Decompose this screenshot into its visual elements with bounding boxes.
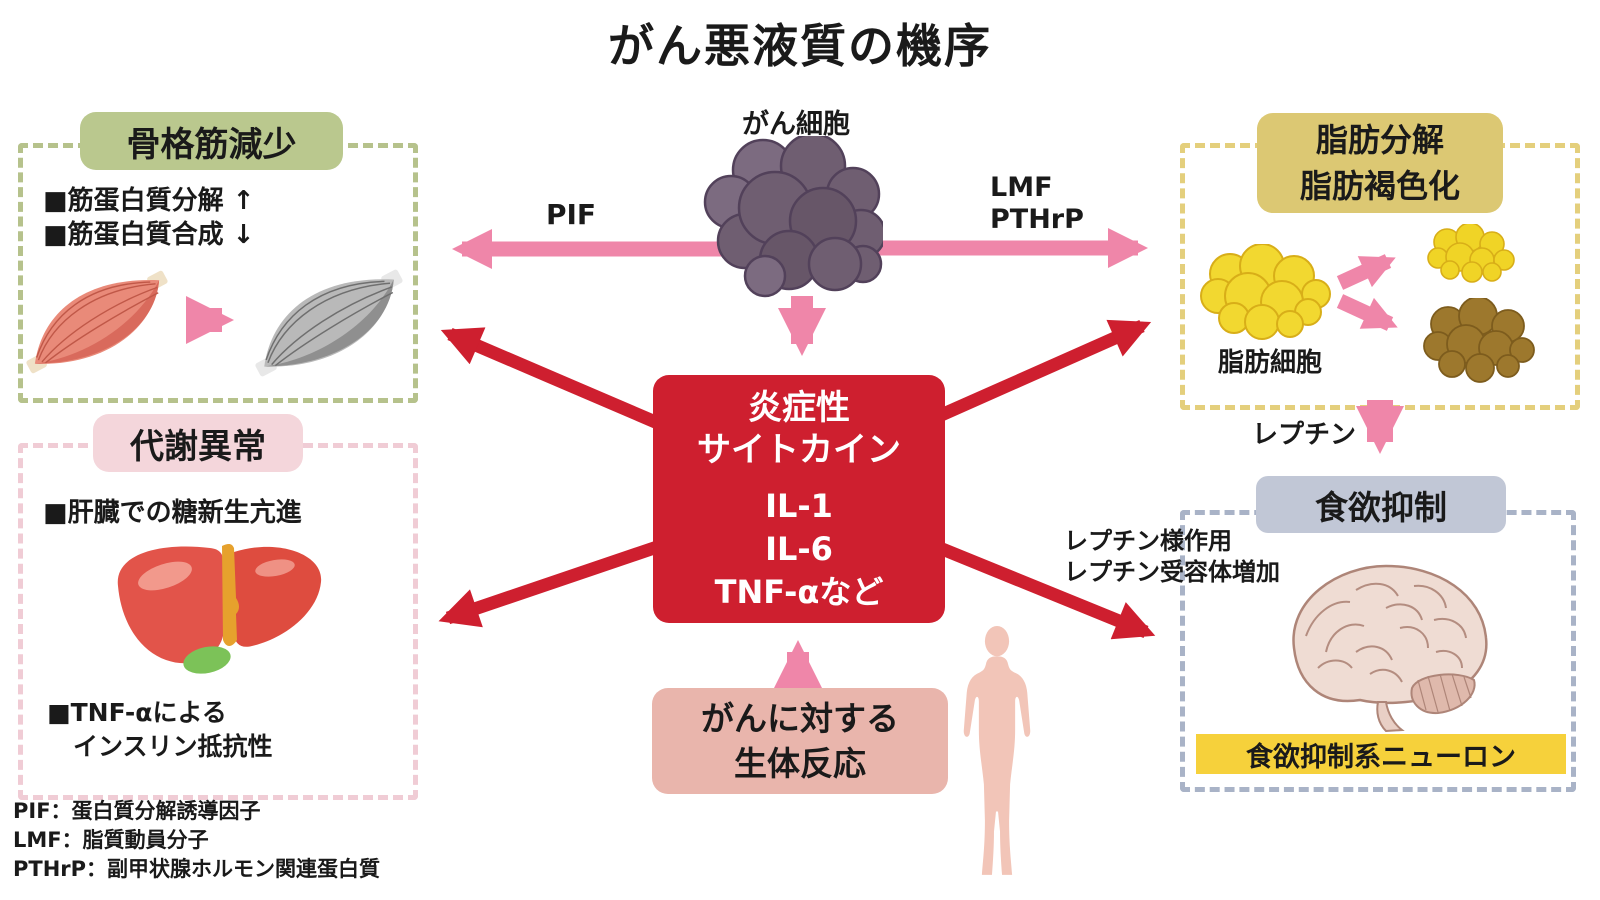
cytokine-title-line1: 炎症性 (748, 388, 850, 428)
bullet-gluconeogenesis: ■肝臓での糖新生亢進 (43, 498, 302, 528)
bullet-protein-breakdown: ■筋蛋白質分解 ↑ (43, 186, 255, 216)
healthy-muscle-illustration (26, 270, 168, 374)
cytokine-il1: IL-1 (765, 487, 833, 525)
skeletal-muscle-box-title: 骨格筋減少 (80, 112, 343, 170)
cancer-cell-illustration (703, 136, 883, 298)
fat-box-title: 脂肪分解 脂肪褐色化 (1257, 113, 1503, 213)
page-title: がん悪液質の機序 (608, 19, 992, 73)
fat-title-line1: 脂肪分解 (1315, 121, 1444, 159)
lmf-label: LMF (990, 172, 1053, 203)
appetite-box-title: 食欲抑制 (1256, 476, 1506, 533)
leptin-label: レプチン (1252, 420, 1357, 450)
footnote-pif: PIF：蛋白質分解誘導因子 (13, 799, 261, 823)
bullet-tnf-line2: インスリン抵抗性 (73, 732, 273, 761)
atrophied-muscle-illustration (255, 269, 403, 377)
metabolic-box-title: 代謝異常 (93, 414, 303, 472)
tnf-insulin-note: ■TNF-αによる インスリン抵抗性 (47, 696, 273, 764)
lmf-pthrp-labels: LMF PTHrP (990, 172, 1084, 236)
pif-label: PIF (545, 198, 597, 231)
bullet-tnf-line1: ■TNF-αによる (47, 698, 227, 727)
appetite-neuron-bar: 食欲抑制系ニューロン (1196, 734, 1566, 774)
arrow-cytokines-to-fat (927, 319, 1152, 426)
cytokine-tnf: TNF-αなど (714, 573, 884, 611)
cytokine-title-line2: サイトカイン (697, 430, 901, 470)
arrow-cytokines-to-muscle (440, 327, 663, 430)
leptin-effect-labels: レプチン様作用 レプチン受容体増加 (1064, 526, 1280, 588)
human-body-illustration (963, 626, 1031, 875)
leptin-like-action-label: レプチン様作用 (1064, 527, 1232, 555)
arrow-cytokines-to-metabolic (438, 539, 663, 628)
fat-cell-label: 脂肪細胞 (1217, 348, 1322, 378)
leptin-receptor-label: レプチン受容体増加 (1064, 558, 1280, 586)
brown-fat-illustration (1423, 298, 1535, 383)
liver-illustration (117, 543, 322, 674)
footnote-lmf: LMF：脂質動員分子 (13, 828, 209, 852)
cytokine-box: 炎症性 サイトカイン IL-1 IL-6 TNF-αなど (653, 375, 945, 623)
fat-title-line2: 脂肪褐色化 (1299, 167, 1460, 205)
cytokine-il6: IL-6 (765, 530, 833, 568)
shrunken-fat-illustration (1427, 224, 1515, 283)
fat-cells-illustration (1200, 244, 1331, 340)
footnotes: PIF：蛋白質分解誘導因子 LMF：脂質動員分子 PTHrP：副甲状腺ホルモン関… (13, 797, 380, 884)
cancer-cell-label: がん細胞 (742, 109, 850, 140)
host-response-box: がんに対する 生体反応 (652, 688, 948, 794)
pthrp-label: PTHrP (990, 204, 1084, 235)
brain-illustration (1292, 564, 1488, 732)
host-response-line2: 生体反応 (734, 744, 866, 783)
host-response-line1: がんに対する (701, 699, 899, 738)
bullet-protein-synthesis: ■筋蛋白質合成 ↓ (43, 220, 255, 250)
footnote-pthrp: PTHrP：副甲状腺ホルモン関連蛋白質 (13, 857, 381, 881)
skeletal-muscle-bullets: ■筋蛋白質分解 ↑ ■筋蛋白質合成 ↓ (43, 184, 254, 252)
